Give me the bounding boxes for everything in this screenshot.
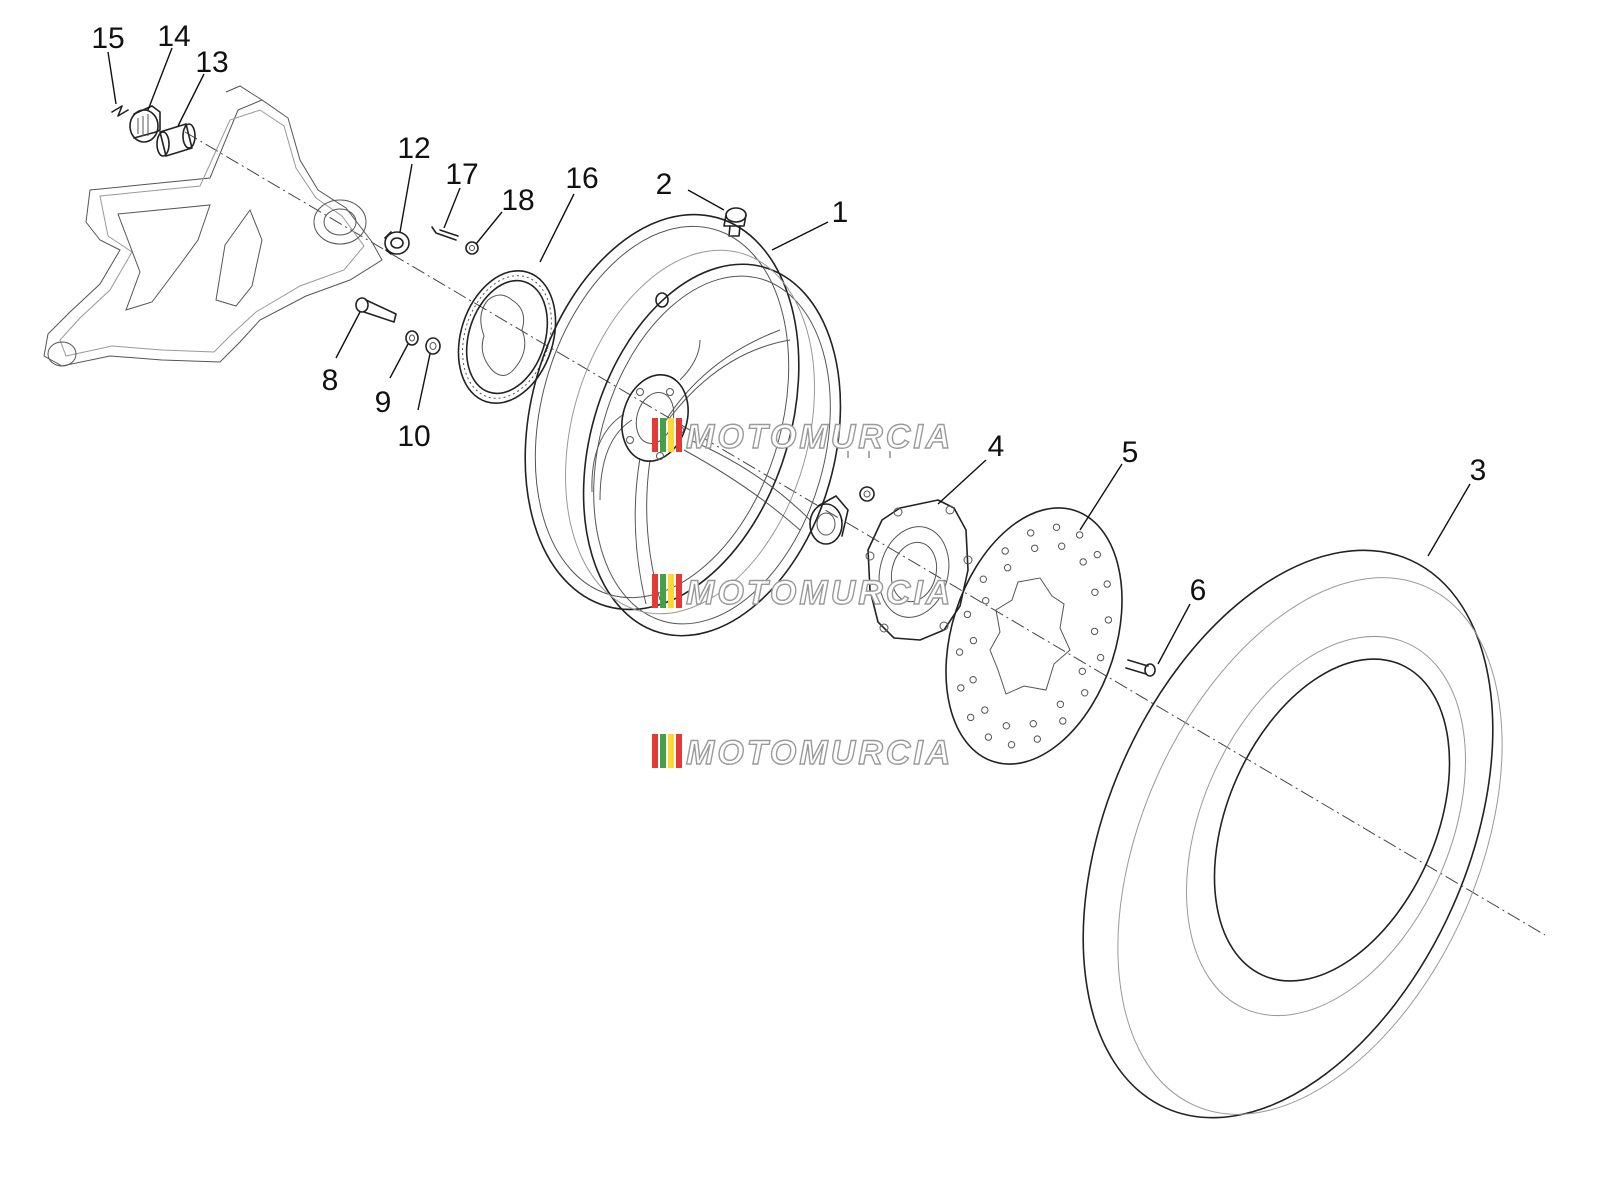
dash-marks [847,451,891,458]
watermark-stripe [660,418,666,452]
callout-5: 5 [1122,436,1139,469]
brake-disc-part-5 [945,507,1123,765]
disc-hole [1033,735,1042,743]
disc-hole [963,610,972,619]
disc-hole [1052,523,1061,531]
disc-hole [1091,588,1099,596]
watermark-3: MOTOMURCIA [652,733,953,773]
disc-hole [1003,564,1012,572]
disc-hole [1007,741,1016,749]
disc-hole [984,733,993,741]
callout-4: 4 [988,430,1005,463]
leader-lines [107,47,1471,665]
callout-12: 12 [397,132,430,165]
disc-hole [1103,580,1111,588]
watermark-text: MOTOMURCIA [686,418,953,456]
callout-13: 13 [195,46,228,79]
washer-part-9 [405,330,419,346]
abs-tone-ring-part-16 [457,269,557,405]
callout-1: 1 [832,196,849,229]
disc-hole [1058,542,1066,550]
disc-hole [969,676,977,684]
nut-small [859,486,875,502]
disc-hole [1031,544,1039,552]
watermark-stripe [668,734,674,768]
watermark-stripe [676,734,682,768]
bearing-part-12 [384,231,410,255]
callout-9: 9 [375,386,392,419]
watermark-stripe [652,574,658,608]
clip-part-15 [111,105,129,117]
callout-6: 6 [1190,574,1207,607]
disc-hole [967,713,975,722]
callout-16: 16 [565,162,598,195]
disc-hole [1104,616,1113,624]
watermark-stripe [668,418,674,452]
watermark-stripe [660,734,666,768]
needle-bearing-part-14 [129,105,161,143]
callout-10: 10 [397,420,430,453]
disc-hole [955,648,964,656]
disc-hole [1079,558,1087,566]
watermark-stripe [676,418,682,452]
washer-part-10 [425,337,441,355]
watermark-stripe [668,574,674,608]
watermark-stripe [676,574,682,608]
bolt-part-8 [355,297,397,323]
disc-hole [1029,720,1038,728]
spacer-bush [809,495,849,545]
callout-2: 2 [656,168,673,201]
disc-hole [1081,689,1089,697]
callout-18: 18 [501,184,534,217]
disc-hole [1093,550,1102,559]
callout-labels: 1 2 3 4 5 6 8 9 10 12 13 14 15 16 17 18 [91,20,1486,607]
wheel-rim-part-1 [524,213,842,637]
washer-part-18 [465,241,479,255]
callout-17: 17 [445,158,478,191]
watermark-stripe [652,418,658,452]
disc-hole [957,684,965,692]
callout-14: 14 [157,20,190,53]
swingarm-bracket [43,85,383,367]
callout-15: 15 [91,22,124,55]
disc-hole [1090,627,1099,636]
disc-hole [979,575,987,583]
watermark-stripe [660,574,666,608]
disc-hole [1096,653,1105,662]
disc-hole [969,636,978,645]
disc-hole [1078,667,1087,675]
watermark-stripe [652,734,658,768]
disc-hole [1002,722,1010,730]
bushing-part-13 [156,123,196,157]
screw-part-6 [1125,659,1156,677]
tyre-part-3 [1082,549,1503,1119]
disc-hole [1075,531,1084,539]
disc-hole [1027,529,1035,537]
watermark-text: MOTOMURCIA [686,734,953,772]
watermark-1: MOTOMURCIA [652,417,953,457]
disc-hole [982,597,990,605]
disc-hole [1059,717,1067,725]
callout-8: 8 [322,364,339,397]
watermark-text: MOTOMURCIA [686,574,953,612]
disc-hole [981,706,989,714]
screw-part-17 [431,226,459,241]
disc-hole [1056,700,1065,708]
disc-hole [1001,547,1009,555]
watermark-2: MOTOMURCIA [652,573,953,613]
callout-3: 3 [1470,454,1487,487]
disc-carrier-part-4 [865,499,973,641]
